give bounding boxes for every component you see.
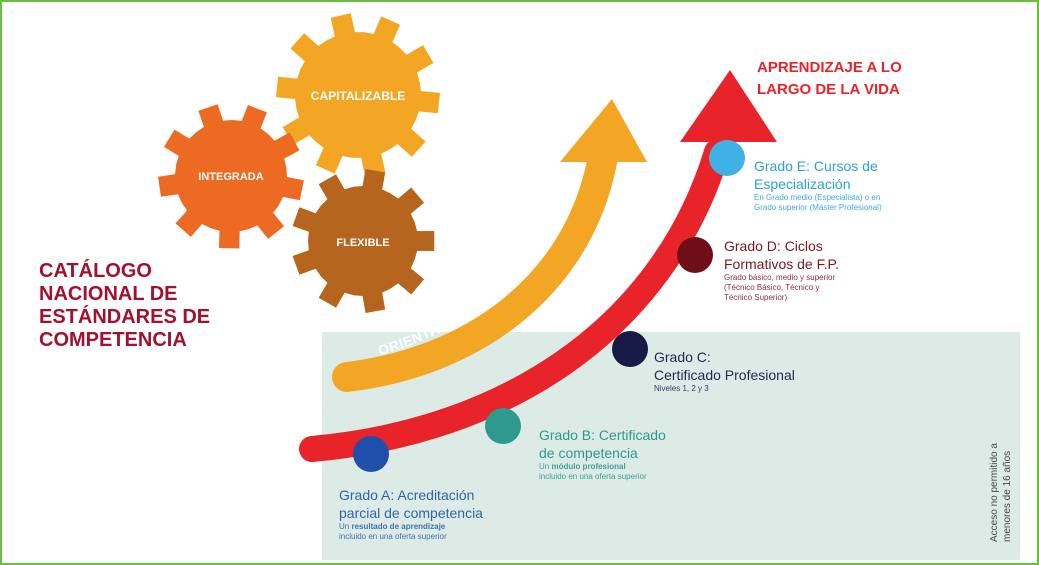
grado-e-title: Grado E: Cursos de bbox=[754, 158, 878, 174]
grado-d-subtitle: Grado básico, medio y superior bbox=[724, 273, 836, 282]
catalog-title-line: COMPETENCIA bbox=[39, 329, 187, 351]
lifelong-title-line: APRENDIZAJE A LO bbox=[757, 59, 902, 76]
grado-d-subtitle: (Técnico Básico, Técnico y bbox=[724, 283, 820, 292]
grado-c-title: Certificado Profesional bbox=[654, 367, 795, 383]
gear-flexible-label: FLEXIBLE bbox=[336, 237, 389, 249]
grado-d-block: Grado D: Ciclos Formativos de F.P. Grado… bbox=[724, 237, 839, 303]
grado-e-title: Especialización bbox=[754, 176, 851, 192]
grado-d-title: Formativos de F.P. bbox=[724, 256, 839, 272]
grado-d-title: Grado D: Ciclos bbox=[724, 238, 823, 254]
gear-flexible bbox=[292, 169, 435, 313]
grado-a-title: Grado A: Acreditación bbox=[339, 487, 475, 503]
grado-e-block: Grado E: Cursos de Especialización En Gr… bbox=[754, 157, 882, 213]
grado-b-subtitle-prefix: Un bbox=[539, 462, 552, 471]
grado-a-block: Grado A: Acreditación parcial de compete… bbox=[339, 486, 483, 542]
catalog-title-line: CATÁLOGO bbox=[39, 260, 152, 282]
grado-b-block: Grado B: Certificado de competencia Un m… bbox=[539, 426, 666, 482]
catalog-title-line: NACIONAL DE bbox=[39, 283, 178, 305]
grado-e-subtitle: En Grado medio (Especialista) o en bbox=[754, 193, 881, 202]
grado-d-subtitle: Técnico Superior) bbox=[724, 293, 788, 302]
grado-a-title: parcial de competencia bbox=[339, 505, 483, 521]
gear-integrada-label: INTEGRADA bbox=[198, 171, 263, 183]
main-arrow-head bbox=[680, 70, 777, 142]
access-note-text: Acceso no permitido a menores de 16 años bbox=[989, 443, 1013, 542]
main-arrow-body bbox=[299, 139, 730, 462]
gear-integrada bbox=[158, 104, 304, 249]
orientation-arrow-head bbox=[560, 99, 647, 162]
access-note: Acceso no permitido a menores de 16 años bbox=[988, 342, 1037, 542]
gear-capitalizable-label: CAPITALIZABLE bbox=[311, 89, 405, 103]
grado-c-title: Grado C: bbox=[654, 349, 711, 365]
grado-a-subtitle: Un resultado de aprendizaje bbox=[339, 522, 483, 532]
lifelong-title: APRENDIZAJE A LO LARGO DE LA VIDA bbox=[757, 57, 902, 101]
grado-e-subtitle: Grado superior (Máster Profesional) bbox=[754, 203, 882, 212]
grado-b-marker bbox=[485, 408, 521, 444]
grado-b-subtitle: Un módulo profesional bbox=[539, 462, 666, 472]
grado-a-subtitle-prefix: Un bbox=[339, 522, 352, 531]
grado-a-subtitle: incluido en una oferta superior bbox=[339, 532, 447, 541]
lifelong-title-line: LARGO DE LA VIDA bbox=[757, 81, 900, 98]
grado-e-marker bbox=[709, 140, 745, 176]
grado-c-subtitle: Niveles 1, 2 y 3 bbox=[654, 384, 709, 393]
grado-c-marker bbox=[612, 331, 648, 367]
grado-b-title: Grado B: Certificado bbox=[539, 427, 666, 443]
grado-b-subtitle: incluido en una oferta superior bbox=[539, 472, 647, 481]
gearInt-shape bbox=[158, 104, 304, 249]
grado-c-block: Grado C: Certificado Profesional Niveles… bbox=[654, 348, 795, 394]
grado-b-subtitle-bold: módulo profesional bbox=[551, 462, 626, 471]
grado-a-marker bbox=[353, 436, 389, 472]
catalog-title: CATÁLOGO NACIONAL DE ESTÁNDARES DE COMPE… bbox=[39, 260, 210, 352]
gear-capitalizable bbox=[276, 13, 440, 177]
grado-d-marker bbox=[677, 237, 713, 273]
grado-a-subtitle-bold: resultado de aprendizaje bbox=[351, 522, 446, 531]
gearFlex-shape bbox=[292, 169, 435, 313]
grado-b-title: de competencia bbox=[539, 445, 638, 461]
catalog-title-line: ESTÁNDARES DE bbox=[39, 306, 211, 328]
gearCap-shape bbox=[276, 13, 440, 177]
orientation-arrow-body bbox=[332, 147, 617, 392]
